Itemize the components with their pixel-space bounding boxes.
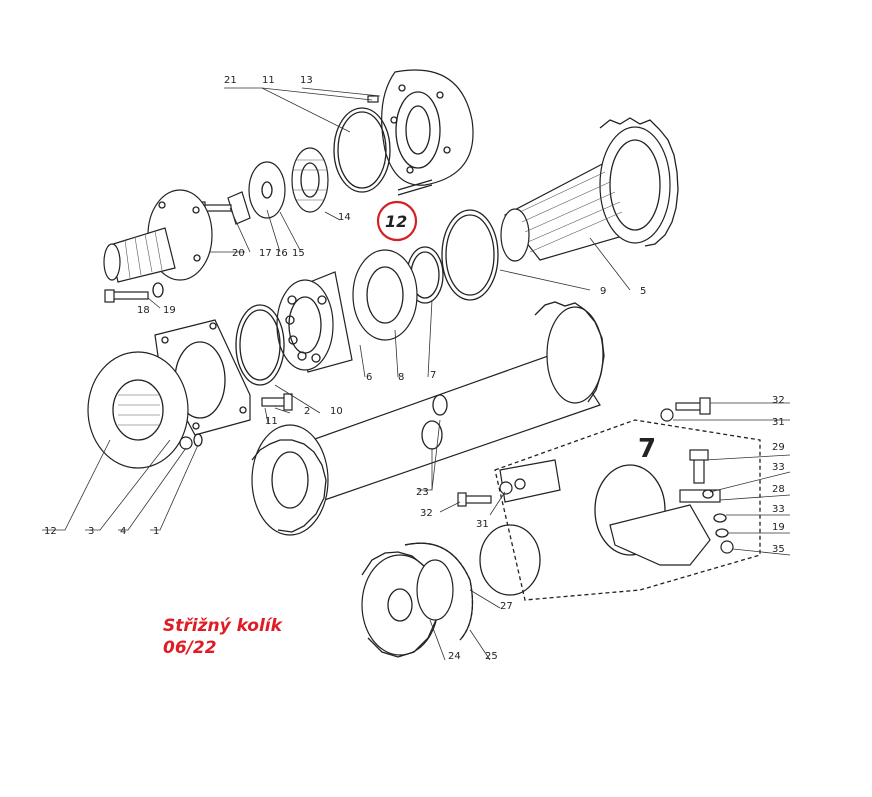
bolt-32b <box>457 492 492 507</box>
roller-chain-25 <box>404 542 474 641</box>
callout-28: 28 <box>772 484 785 495</box>
callout-11: 11 <box>262 75 275 86</box>
callout-12: 12 <box>44 526 57 537</box>
callout-7-large: 7 <box>638 434 656 464</box>
bolt-11b <box>261 393 293 411</box>
callout-5: 5 <box>640 286 646 297</box>
callout-11b: 11 <box>265 416 278 427</box>
caption-title: Střižný kolík <box>163 616 282 636</box>
washer-33b <box>713 513 727 523</box>
washer-19b <box>715 528 729 538</box>
callout-20: 20 <box>232 248 245 259</box>
gearbox-7 <box>479 419 761 601</box>
drive-sprocket-24 <box>361 551 454 658</box>
bolt-29 <box>689 449 709 484</box>
snap-ring-9 <box>441 209 499 301</box>
leader-lines <box>42 87 791 661</box>
washer-15 <box>248 161 286 219</box>
top-flange <box>381 69 474 186</box>
callout-13: 13 <box>300 75 313 86</box>
callout-31b: 31 <box>772 417 785 428</box>
washer-33a <box>702 489 714 499</box>
shear-pin-12 <box>397 179 433 196</box>
callout-16: 16 <box>275 248 288 259</box>
bolt-32a <box>675 397 711 415</box>
callout-1: 1 <box>153 526 159 537</box>
callout-2: 2 <box>304 406 310 417</box>
shaft-flange-20 <box>103 189 213 283</box>
callout-27: 27 <box>500 601 513 612</box>
bushing-8 <box>352 249 418 341</box>
callout-14: 14 <box>338 212 351 223</box>
nut-31b <box>499 478 526 495</box>
callout-10: 10 <box>330 406 343 417</box>
callout-24: 24 <box>448 651 461 662</box>
callout-29: 29 <box>772 442 785 453</box>
callout-23: 23 <box>416 487 429 498</box>
callout-32a: 32 <box>420 508 433 519</box>
callout-35: 35 <box>772 544 785 555</box>
highlight-marker-12: 12 <box>376 200 418 242</box>
sprocket-shaft-5 <box>500 117 679 262</box>
ring-10 <box>235 304 285 386</box>
spline-hub-14 <box>291 147 329 213</box>
callout-33b: 33 <box>772 504 785 515</box>
callout-21: 21 <box>224 75 237 86</box>
bearing-6 <box>276 271 353 373</box>
callout-32b: 32 <box>772 395 785 406</box>
pin-13 <box>367 95 379 103</box>
washer-19 <box>152 282 164 298</box>
callout-7: 7 <box>430 370 436 381</box>
callout-33a: 33 <box>772 462 785 473</box>
callout-18: 18 <box>137 305 150 316</box>
callout-15: 15 <box>292 248 305 259</box>
callout-3: 3 <box>88 526 94 537</box>
callout-31a: 31 <box>476 519 489 530</box>
callout-labels: 21 11 13 14 15 16 17 20 18 19 9 5 6 8 7 … <box>44 75 785 662</box>
callout-17: 17 <box>259 248 272 259</box>
washer-1 <box>193 433 203 447</box>
bolt-18 <box>104 289 149 303</box>
callout-9: 9 <box>600 286 606 297</box>
callout-8: 8 <box>398 372 404 383</box>
highlight-label: 12 <box>385 212 407 231</box>
nut-4 <box>179 436 193 450</box>
callout-19: 19 <box>163 305 176 316</box>
long-sprocket-shaft <box>251 301 605 536</box>
flange-12 <box>87 351 189 469</box>
caption-date: 06/22 <box>163 638 217 658</box>
nut-31a <box>660 408 674 422</box>
callout-4: 4 <box>120 526 126 537</box>
nut-35 <box>720 540 734 554</box>
snap-ring-21 <box>333 107 391 193</box>
callout-6: 6 <box>366 372 372 383</box>
callout-19b: 19 <box>772 522 785 533</box>
callout-25: 25 <box>485 651 498 662</box>
